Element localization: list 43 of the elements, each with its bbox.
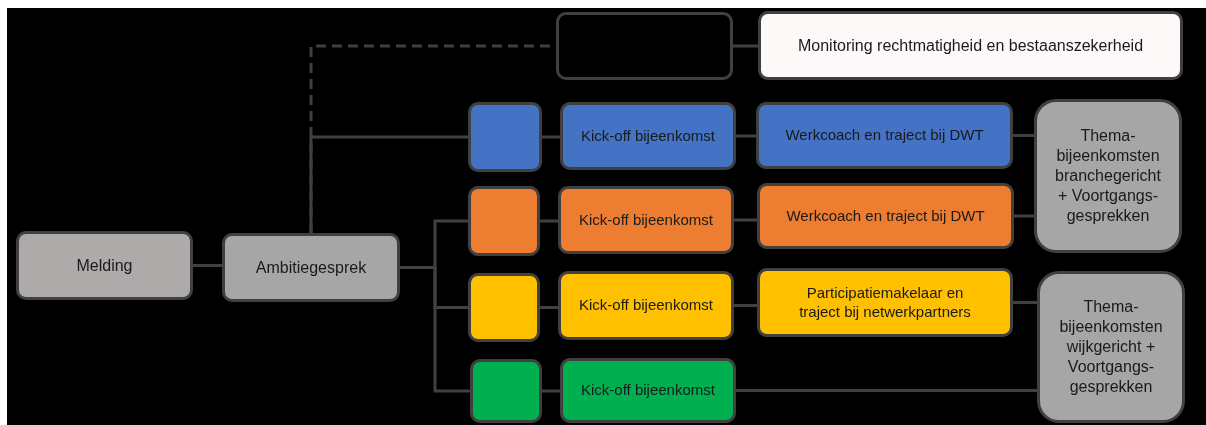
connector-line	[540, 219, 558, 223]
color-block	[468, 186, 540, 256]
node-label: Kick-off bijeenkomst	[581, 126, 715, 146]
connector-line	[542, 135, 560, 139]
connector-line	[1013, 301, 1037, 304]
connector-line	[736, 134, 756, 138]
process-box	[1034, 99, 1182, 253]
node-label: Participatiemakelaar en traject bij netwerkpartners	[798, 283, 972, 322]
node-label: Kick-off bijeenkomst	[579, 296, 713, 315]
color-block	[468, 273, 540, 342]
process-box	[558, 271, 734, 340]
process-box	[757, 268, 1013, 337]
process-box	[222, 233, 400, 302]
process-box	[757, 183, 1014, 249]
empty-box	[556, 12, 733, 80]
node-label: Werkcoach en traject bij DWT	[785, 126, 984, 145]
process-box	[560, 358, 736, 423]
node-label: Monitoring rechtmatigheid en bestaanszekerheid	[797, 35, 1144, 56]
connector-line	[540, 306, 558, 309]
connector-line	[734, 304, 757, 307]
node-label: Ambitiegesprek	[255, 257, 367, 278]
connector-line	[309, 135, 468, 233]
process-box	[756, 102, 1013, 169]
connector-line	[1014, 214, 1034, 218]
process-box	[558, 186, 734, 254]
connector-line	[193, 264, 222, 267]
connector-line	[733, 44, 758, 48]
node-label: Kick-off bijeenkomst	[581, 381, 715, 400]
connector-line	[736, 389, 1037, 392]
node-label: Kick-off bijeenkomst	[579, 210, 713, 230]
process-box	[16, 231, 193, 300]
color-block	[468, 102, 542, 172]
process-box	[1037, 271, 1185, 423]
connector-line	[1013, 134, 1034, 137]
color-block	[470, 359, 542, 423]
node-label: Werkcoach en traject bij DWT	[786, 206, 985, 226]
connector-line	[542, 389, 560, 393]
node-label: Thema- bijeenkomsten branchegericht + Voortgangs- gesprekken	[1054, 126, 1162, 226]
connector-line	[734, 218, 757, 222]
node-label: Thema- bijeenkomsten wijkgericht + Voortgangs- gesprekken	[1058, 297, 1164, 397]
process-box	[758, 11, 1183, 80]
node-label: Melding	[76, 255, 133, 276]
process-box	[560, 102, 736, 170]
